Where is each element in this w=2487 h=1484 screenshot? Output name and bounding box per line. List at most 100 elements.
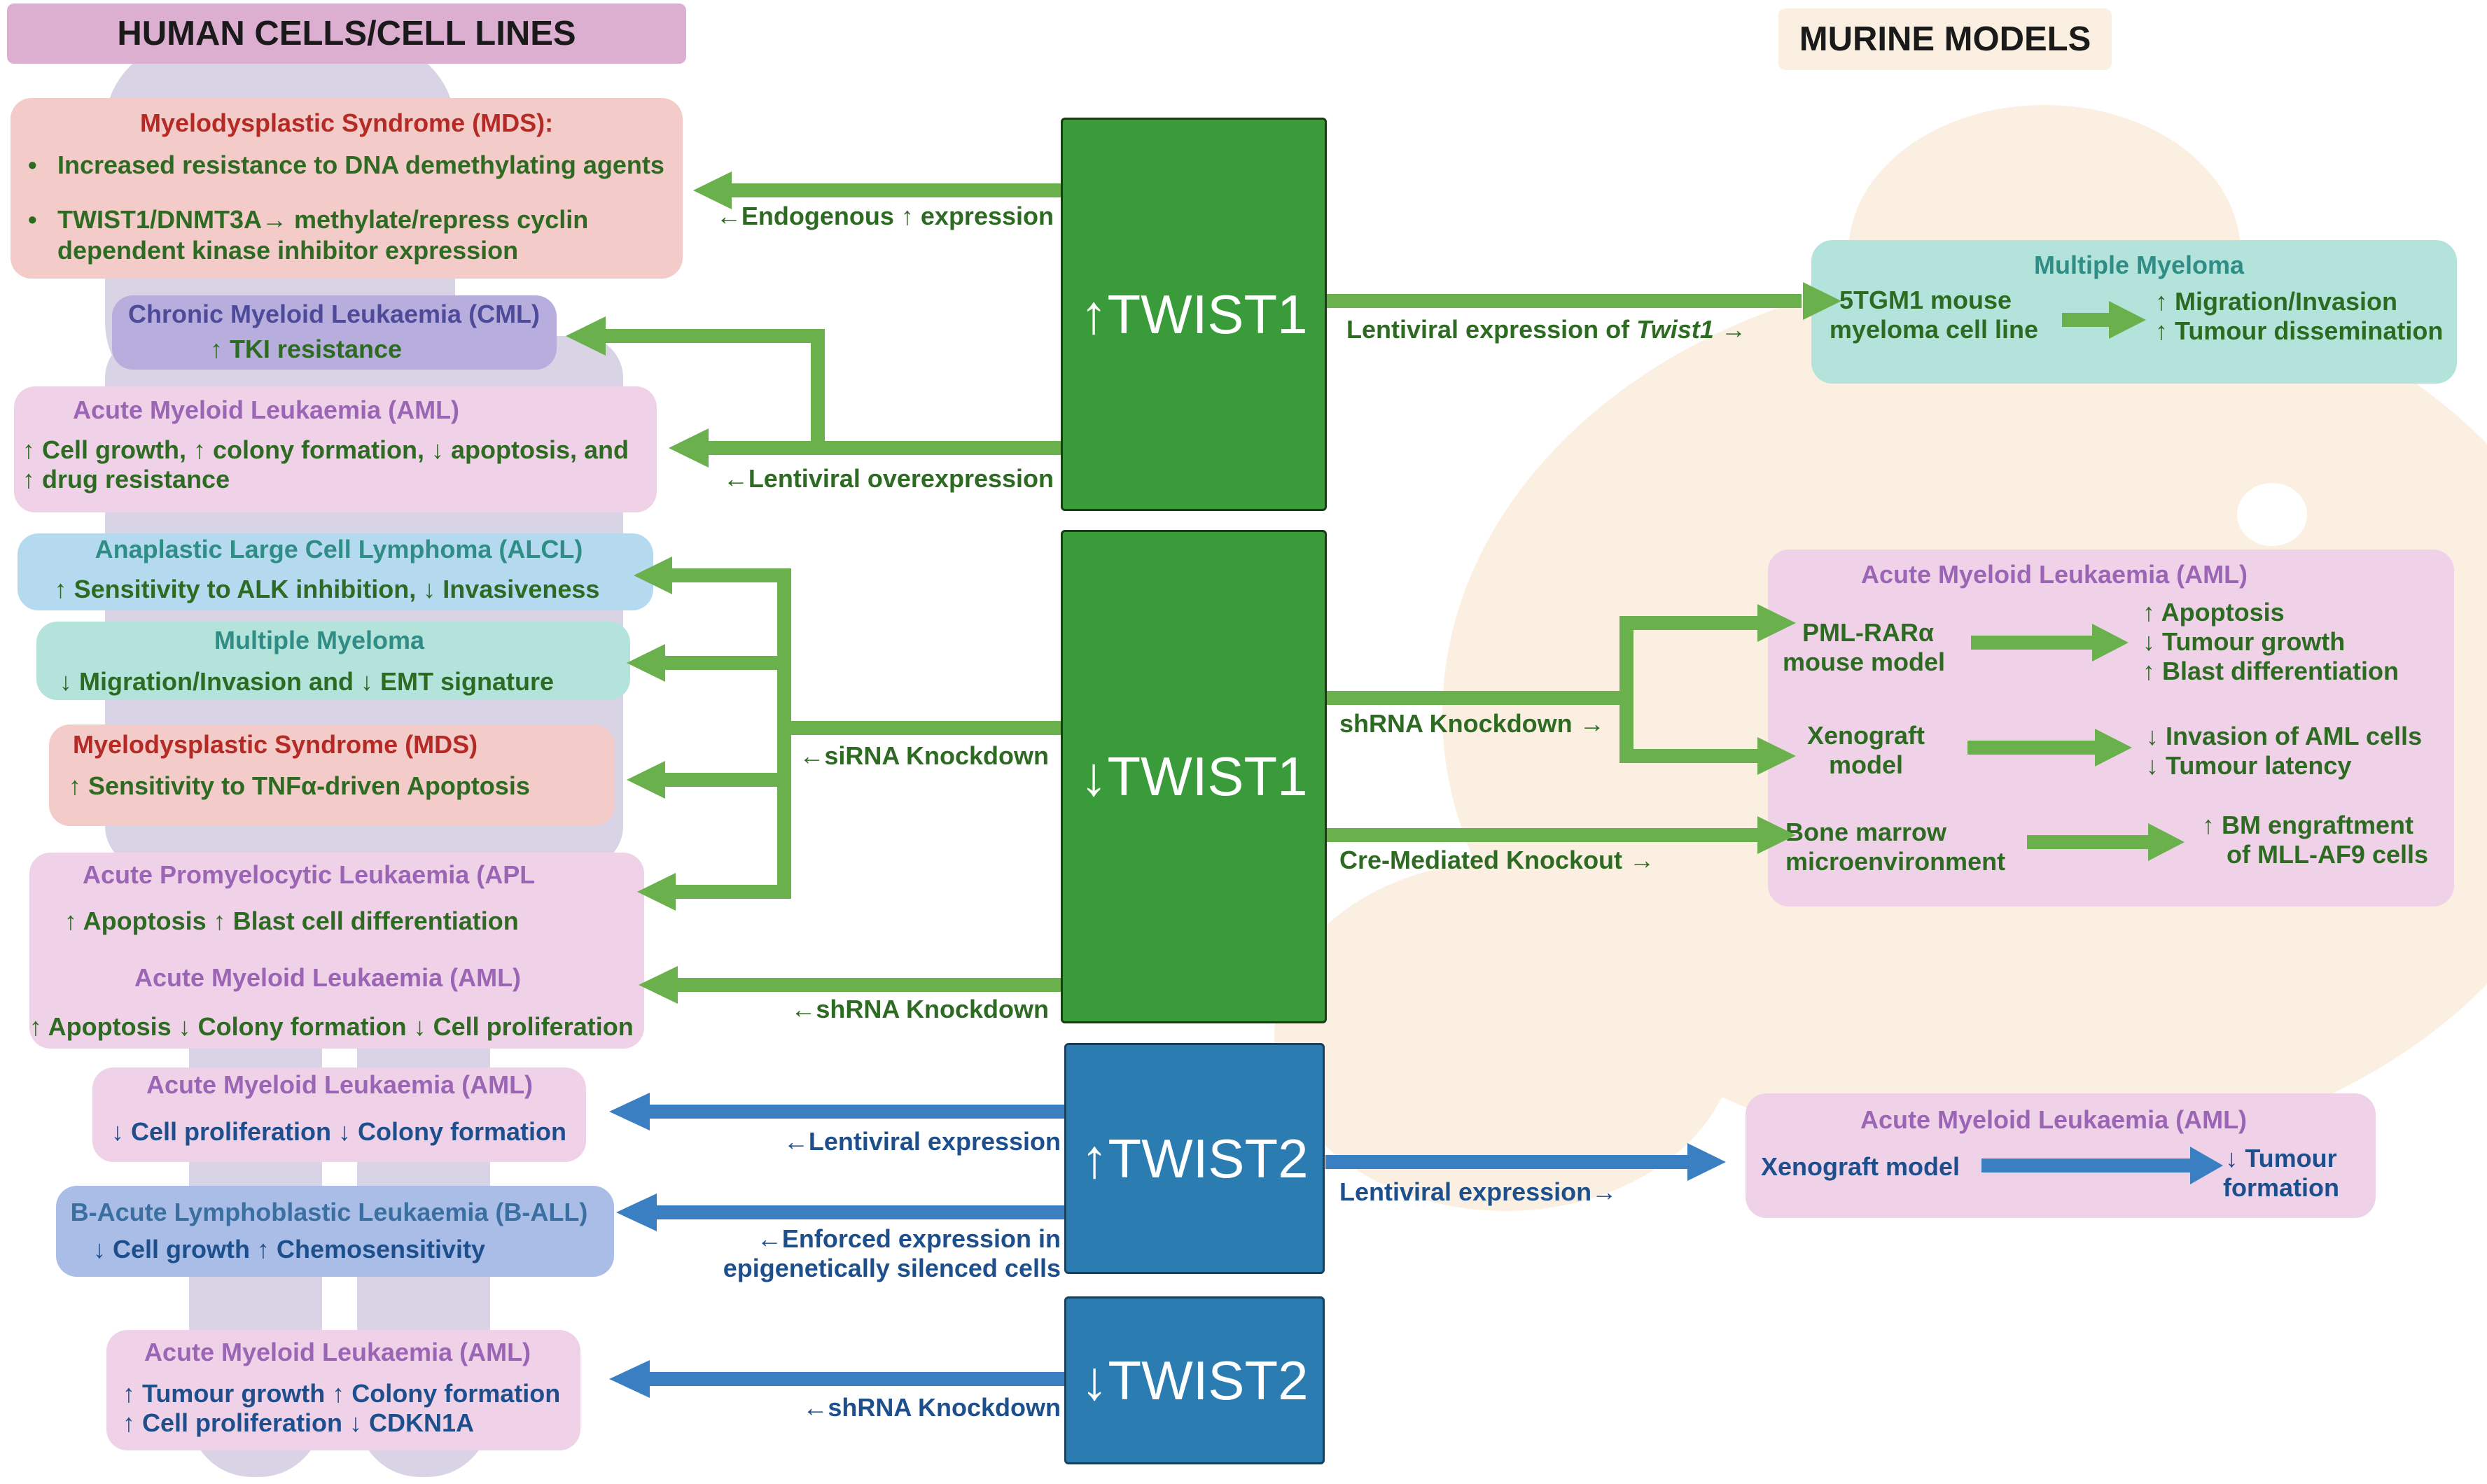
- murine-mm-left-2: myeloma cell line: [1829, 315, 2039, 344]
- node-twist2-up: ↑TWIST2: [1064, 1043, 1325, 1274]
- arrow-murine-aml2-head: [2190, 1147, 2223, 1184]
- mds1-line-2: TWIST1/DNMT3A→ methylate/repress cyclin: [57, 205, 589, 234]
- arrow-cre: [1325, 828, 1760, 842]
- cml-line-1: ↑ TKI resistance: [209, 335, 403, 363]
- bm-label-2: microenvironment: [1785, 847, 2006, 876]
- arrow-pml: [1619, 616, 1760, 630]
- ball-title: B-Acute Lymphoblastic Leukaemia (B-ALL): [70, 1198, 588, 1226]
- mds1-bullet-1: •: [28, 150, 37, 179]
- arrow-murine-pml-head: [2092, 624, 2129, 662]
- murine-aml2-left: Xenograft model: [1761, 1152, 1960, 1181]
- arrow-mds2-head: [627, 761, 665, 799]
- box-b-all: [56, 1186, 614, 1277]
- node-twist1-down: ↓TWIST1: [1061, 530, 1327, 1023]
- arrow-lenti-over-head: [669, 428, 709, 468]
- pml-label-2: mouse model: [1782, 648, 1946, 676]
- pml-result-1: ↑ Apoptosis: [2143, 598, 2285, 626]
- pml-result-3: ↑ Blast differentiation: [2143, 657, 2399, 685]
- arrow-alcl-head: [634, 556, 672, 594]
- box-mds-2: [49, 724, 615, 826]
- box-aml-1: [14, 386, 657, 512]
- mds1-bullet-2: •: [28, 205, 37, 234]
- aml4-line-1: ↑ Tumour growth ↑ Colony formation: [123, 1379, 561, 1408]
- arrow-xeno-head: [1757, 737, 1796, 775]
- bm-result-1: ↑ BM engraftment: [2202, 811, 2414, 839]
- alcl-title: Anaplastic Large Cell Lymphoma (ALCL): [95, 535, 583, 564]
- arrow-lenti-t2-right: [1325, 1155, 1690, 1169]
- label-enforced-2: epigenetically silenced cells: [723, 1254, 1061, 1282]
- arrow-cml-head: [566, 316, 606, 356]
- murine-aml2-right-1: ↓ Tumour: [2225, 1144, 2337, 1172]
- green-arrows: [566, 172, 2185, 1004]
- xeno-result-2: ↓ Tumour latency: [2146, 751, 2352, 780]
- bm-label-1: Bone marrow: [1785, 818, 1947, 846]
- arrow-shrna-t1: [676, 978, 1064, 992]
- apl-line-2: ↑ Apoptosis ↓ Colony formation ↓ Cell pr…: [29, 1012, 634, 1041]
- arrow-alcl: [669, 568, 791, 582]
- arrow-sirna-vertical: [777, 568, 791, 899]
- box-murine-multiple-myeloma: [1811, 240, 2457, 384]
- mds1-line-1: Increased resistance to DNA demethylatin…: [57, 150, 664, 179]
- arrow-cml-vertical: [811, 329, 825, 448]
- mm-title: Multiple Myeloma: [214, 626, 425, 654]
- box-multiple-myeloma: [36, 622, 630, 700]
- arrow-murine-bm: [2027, 835, 2150, 849]
- murine-aml2-title: Acute Myeloid Leukaemia (AML): [1860, 1105, 2248, 1134]
- aml1-title: Acute Myeloid Leukaemia (AML): [72, 396, 460, 424]
- arrow-xeno: [1619, 749, 1760, 763]
- label-endogenous: ←Endogenous ↑ expression: [716, 202, 1054, 230]
- arrow-mm-head: [627, 644, 665, 682]
- murine-aml2-right-2: formation: [2223, 1173, 2339, 1202]
- label-lenti-t2-right: Lentiviral expression→: [1339, 1177, 1617, 1206]
- aml4-line-2: ↑ Cell proliferation ↓ CDKN1A: [123, 1408, 475, 1437]
- label-shrna-right: shRNA Knockdown →: [1339, 709, 1605, 738]
- arrow-lenti-over: [707, 441, 1064, 455]
- arrow-shrna-right-vertical: [1619, 616, 1633, 756]
- label-cre: Cre-Mediated Knockout →: [1339, 846, 1655, 874]
- label-lenti-twist1-suffix: →: [1713, 315, 1746, 344]
- arrow-shrna-t1-head: [639, 966, 678, 1004]
- arrow-mm: [662, 656, 791, 670]
- arrow-murine-bm-head: [2148, 823, 2185, 861]
- aml4-title: Acute Myeloid Leukaemia (AML): [144, 1338, 531, 1366]
- xeno-result-1: ↓ Invasion of AML cells: [2146, 722, 2423, 750]
- murine-mm-title: Multiple Myeloma: [2033, 251, 2245, 279]
- box-mds-1: [11, 98, 683, 279]
- murine-mm-right-1: ↑ Migration/Invasion: [2155, 287, 2398, 316]
- bm-result-2: of MLL-AF9 cells: [2227, 840, 2429, 869]
- box-alcl: [18, 533, 653, 610]
- arrow-apl-head: [637, 873, 676, 911]
- arrow-lenti-t2-right-head: [1687, 1143, 1726, 1181]
- murine-aml-title: Acute Myeloid Leukaemia (AML): [1860, 560, 2248, 589]
- arrow-endogenous-head: [693, 172, 732, 209]
- label-lenti-twist1-gene: Twist1: [1636, 315, 1714, 344]
- arrow-murine-aml2: [1981, 1158, 2192, 1172]
- arrow-endogenous: [728, 183, 1064, 197]
- aml3-line-1: ↓ Cell proliferation ↓ Colony formation: [111, 1117, 567, 1146]
- pml-label-1: PML-RARα: [1802, 618, 1935, 647]
- box-cml: [112, 295, 557, 370]
- arrow-pml-head: [1757, 604, 1796, 642]
- arrow-mds2: [662, 773, 791, 787]
- arrow-murine-mm: [2062, 313, 2111, 327]
- node-twist2-down: ↓TWIST2: [1064, 1296, 1325, 1464]
- arrow-murine-pml: [1971, 636, 2094, 650]
- blue-arrows: [609, 1093, 2223, 1398]
- arrow-shrna-t2: [648, 1372, 1068, 1386]
- arrow-murine-xeno: [1967, 741, 2097, 755]
- arrow-enforced: [655, 1205, 1068, 1219]
- mds2-line-1: ↑ Sensitivity to TNFα-driven Apoptosis: [69, 771, 530, 800]
- xeno-label-2: model: [1828, 750, 1904, 779]
- arrow-lenti-t2-head: [609, 1093, 650, 1130]
- arrow-lenti-t2: [648, 1105, 1068, 1119]
- apl-line-1: ↑ Apoptosis ↑ Blast cell differentiation: [64, 906, 519, 935]
- box-aml-3: [92, 1068, 586, 1162]
- mds2-title: Myelodysplastic Syndrome (MDS): [73, 730, 478, 759]
- mds1-title: Myelodysplastic Syndrome (MDS):: [139, 108, 554, 137]
- node-twist1-up: ↑TWIST1: [1061, 118, 1327, 511]
- cml-title: Chronic Myeloid Leukaemia (CML): [127, 300, 541, 328]
- mouse-eye: [2237, 483, 2307, 546]
- label-shrna-t2: ←shRNA Knockdown: [802, 1393, 1061, 1422]
- label-lenti-over: ←Lentiviral overexpression: [723, 464, 1054, 493]
- arrow-cre-head: [1757, 816, 1796, 854]
